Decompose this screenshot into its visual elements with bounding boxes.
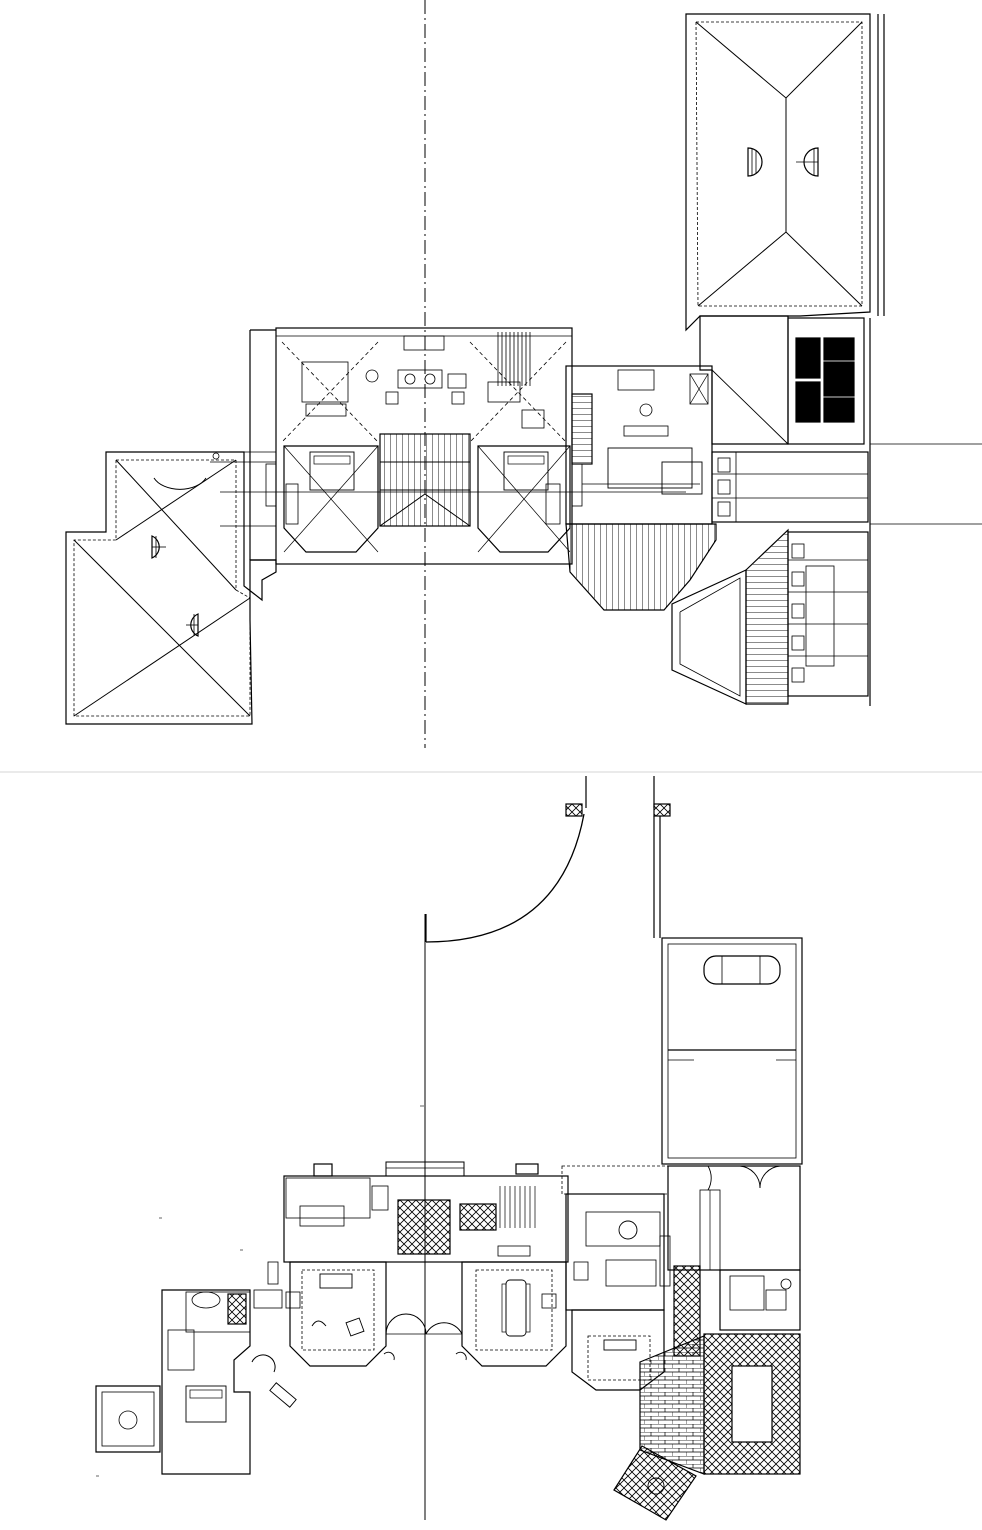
right-bedroom-block <box>565 365 717 611</box>
left-pavilion-roof <box>65 451 277 725</box>
right-roof-block <box>685 13 885 332</box>
solar-panel-block <box>787 317 982 706</box>
drawing-tick-marks <box>96 1105 424 1477</box>
upper-floor-view <box>65 0 982 748</box>
garage <box>661 937 803 1165</box>
patio-pool-area <box>613 1165 801 1521</box>
driveway <box>425 776 671 943</box>
left-ground-wing <box>95 1177 371 1475</box>
ground-floor-view <box>95 776 803 1521</box>
central-ground-house <box>283 1161 569 1367</box>
